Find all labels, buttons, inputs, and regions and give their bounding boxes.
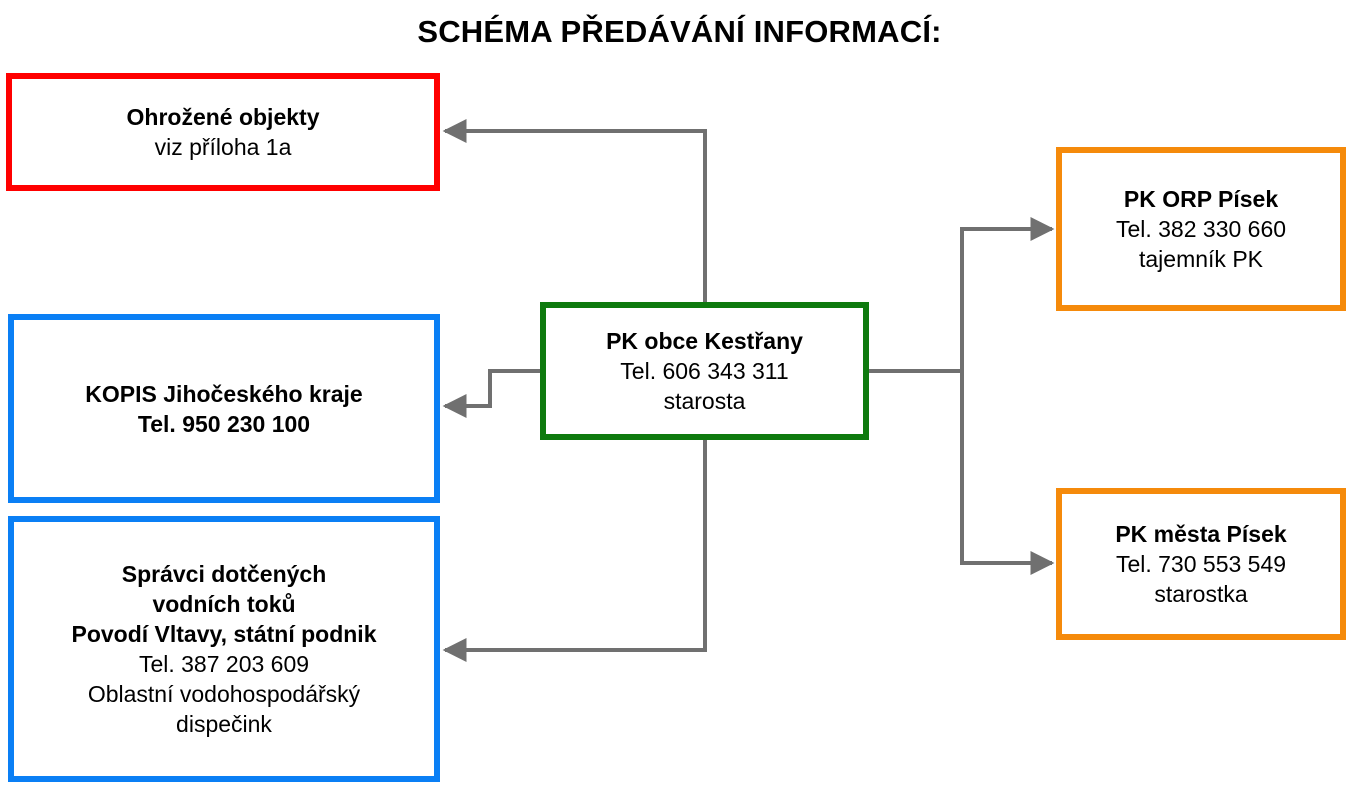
box-pk-mesta-pisek: PK města Písek Tel. 730 553 549 starostk…: [1056, 488, 1346, 640]
kopis-phone: Tel. 950 230 100: [137, 410, 311, 437]
box-ohrozene-objekty: Ohrožené objekty viz příloha 1a: [6, 73, 440, 191]
box-pk-obce-kestrany: PK obce Kestřany Tel. 606 343 311 staros…: [540, 302, 869, 440]
spravci-phone: Tel. 387 203 609: [138, 651, 310, 677]
mesto-role: starostka: [1154, 581, 1248, 607]
box-kopis: KOPIS Jihočeského kraje Tel. 950 230 100: [8, 314, 440, 503]
arrow-to-mesto: [960, 371, 1055, 575]
arrow-to-kopis: [442, 369, 541, 418]
mesto-phone: Tel. 730 553 549: [1115, 551, 1287, 577]
arrow-to-ohrozene: [442, 119, 707, 302]
center-label: PK obce Kestřany: [606, 328, 803, 354]
ohrozene-label: Ohrožené objekty: [126, 104, 320, 130]
orp-phone: Tel. 382 330 660: [1115, 216, 1287, 242]
spravci-line6: dispečink: [176, 711, 272, 737]
arrow-to-orp: [960, 217, 1055, 371]
box-spravci: Správci dotčených vodních toků Povodí Vl…: [8, 516, 440, 782]
box-pk-orp-pisek: PK ORP Písek Tel. 382 330 660 tajemník P…: [1056, 147, 1346, 311]
orp-label: PK ORP Písek: [1123, 186, 1279, 212]
mesto-label: PK města Písek: [1115, 521, 1287, 547]
spravci-line2: vodních toků: [152, 591, 296, 617]
diagram-title: SCHÉMA PŘEDÁVÁNÍ INFORMACÍ:: [417, 14, 942, 49]
spravci-line3: Povodí Vltavy, státní podnik: [71, 621, 377, 647]
spravci-line5: Oblastní vodohospodářský: [87, 681, 361, 707]
arrow-to-spravci: [442, 440, 707, 662]
kopis-label: KOPIS Jihočeského kraje: [85, 380, 363, 407]
orp-role: tajemník PK: [1139, 246, 1263, 272]
ohrozene-note: viz příloha 1a: [154, 134, 292, 160]
center-phone: Tel. 606 343 311: [620, 358, 789, 384]
spravci-line1: Správci dotčených: [121, 561, 327, 587]
center-role: starosta: [663, 388, 746, 414]
